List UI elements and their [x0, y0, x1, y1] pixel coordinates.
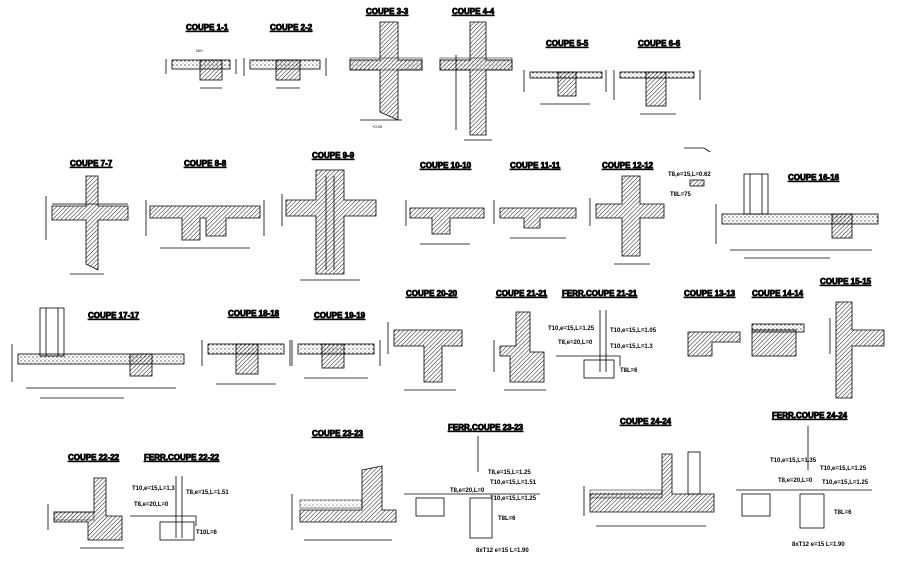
section-4-4: COUPE 4-4: [439, 7, 513, 141]
section-12-12: COUPE 12-12: [589, 161, 665, 265]
f23-label-3: T8,e=20,L=0: [450, 488, 485, 494]
f23-label-1: T8,e=15,L=1.25: [488, 470, 531, 476]
section-7-7-title: COUPE 7-7: [70, 159, 113, 168]
f24-label-1: T10,e=15,L=1.35: [770, 458, 817, 464]
section-24-24: COUPE 24-24: [583, 417, 715, 527]
section-21-21-title: COUPE 21-21: [496, 289, 548, 298]
f21-label-3: T8,e=20,L=0: [558, 340, 593, 346]
f24-label-4: T10,e=15,L=1.25: [822, 480, 869, 486]
section-2-2-title: COUPE 2-2: [270, 23, 313, 32]
svg-text:NIV: NIV: [196, 48, 203, 53]
f22-label-4: T10L=6: [196, 530, 218, 536]
section-22-22: COUPE 22-22: [47, 453, 124, 549]
ferr-section-23-23-title: FERR.COUPE 23-23: [448, 423, 524, 432]
f23-label-5: T8L=6: [498, 516, 516, 522]
section-17-17-title: COUPE 17-17: [88, 311, 140, 320]
ferr-section-24-24: FERR.COUPE 24-24 T10,e=15,L=1.35 T10,e=1…: [736, 411, 872, 548]
f23-label-2: T10,e=15,L=1.51: [490, 480, 537, 486]
f23-label-4: T10,e=15,L=1.25: [490, 496, 537, 502]
section-11-11-title: COUPE 11-11: [510, 161, 561, 170]
section-12-12-title: COUPE 12-12: [602, 161, 654, 170]
f22-label-3: T8,e=20,L=0: [134, 502, 169, 508]
ferr-section-24-24-title: FERR.COUPE 24-24: [772, 411, 848, 420]
section-6-6: COUPE 6-6: [613, 39, 701, 115]
f24-label-3: T8,e=20,L=0: [778, 478, 813, 484]
section-13-13-title: COUPE 13-13: [684, 289, 736, 298]
section-19-19: COUPE 19-19: [291, 311, 381, 379]
section-6-6-title: COUPE 6-6: [638, 39, 681, 48]
section-4-4-title: COUPE 4-4: [452, 7, 495, 16]
section-16-16: COUPE 16-16: [715, 173, 879, 259]
section-21-21: COUPE 21-21: [493, 289, 548, 391]
section-22-22-title: COUPE 22-22: [68, 453, 120, 462]
f22-label-1: T10,e=15,L=1.3: [132, 486, 175, 492]
section-5-5: COUPE 5-5: [523, 39, 607, 105]
section-3-3: COUPE 3-3 +0.00: [349, 7, 423, 129]
f23-label-6: 8xT12 e=15 L=1.90: [476, 548, 529, 554]
section-19-19-title: COUPE 19-19: [314, 311, 366, 320]
rebar-note-1: T8,e=15,L=0.62: [668, 172, 711, 178]
section-18-18: COUPE 18-18: [201, 309, 291, 385]
section-14-14-title: COUPE 14-14: [752, 289, 804, 298]
section-3-3-title: COUPE 3-3: [366, 7, 409, 16]
section-10-10-title: COUPE 10-10: [420, 161, 472, 170]
ferr-section-21-21-title: FERR.COUPE 21-21: [562, 289, 638, 298]
section-14-14: COUPE 14-14: [751, 289, 805, 357]
section-11-11: COUPE 11-11: [493, 161, 577, 239]
section-10-10: COUPE 10-10: [405, 161, 485, 245]
f21-label-1: T10,e=15,L=1.25: [548, 326, 595, 332]
section-5-5-title: COUPE 5-5: [546, 39, 589, 48]
ferr-section-22-22: FERR.COUPE 22-22 T10,e=15,L=1.3 T8,e=15,…: [130, 453, 229, 541]
f24-label-6: 8xT12 e=15 L=1.90: [792, 542, 845, 548]
section-1-1-title: COUPE 1-1: [186, 23, 229, 32]
section-9-9: COUPE 9-9: [281, 151, 377, 281]
svg-text:+0.00: +0.00: [372, 124, 383, 129]
section-20-20: COUPE 20-20: [387, 289, 463, 391]
rebar-detail-12: T8,e=15,L=0.62 T8L=75: [668, 147, 711, 198]
section-7-7: COUPE 7-7: [45, 159, 129, 275]
section-20-20-title: COUPE 20-20: [406, 289, 458, 298]
section-17-17: COUPE 17-17: [11, 307, 185, 399]
f24-label-2: T10,e=15,L=1.25: [820, 466, 867, 472]
ferr-section-22-22-title: FERR.COUPE 22-22: [144, 453, 220, 462]
f21-label-4: T10,e=15,L=1.3: [610, 344, 653, 350]
section-15-15-title: COUPE 15-15: [820, 277, 872, 286]
ferr-section-21-21: FERR.COUPE 21-21 T10,e=15,L=1.25 T10,e=1…: [548, 289, 657, 379]
section-8-8: COUPE 8-8: [145, 159, 265, 249]
section-9-9-title: COUPE 9-9: [312, 151, 355, 160]
f21-label-5: T8L=6: [620, 368, 638, 374]
f21-label-2: T10,e=15,L=1.05: [610, 328, 657, 334]
section-23-23-title: COUPE 23-23: [312, 429, 364, 438]
section-24-24-title: COUPE 24-24: [620, 417, 672, 426]
section-1-1: COUPE 1-1 NIV: [165, 23, 237, 89]
section-15-15: COUPE 15-15: [820, 277, 885, 399]
section-13-13: COUPE 13-13: [684, 289, 741, 357]
section-8-8-title: COUPE 8-8: [184, 159, 227, 168]
rebar-note-2: T8L=75: [670, 192, 692, 198]
section-23-23: COUPE 23-23: [291, 429, 397, 541]
f22-label-2: T8,e=15,L=1.51: [186, 490, 229, 496]
section-16-16-title: COUPE 16-16: [788, 173, 840, 182]
section-2-2: COUPE 2-2: [243, 23, 327, 89]
f24-label-5: T8L=6: [834, 510, 852, 516]
section-18-18-title: COUPE 18-18: [228, 309, 280, 318]
ferr-section-23-23: FERR.COUPE 23-23 T8,e=15,L=1.25 T10,e=15…: [404, 423, 540, 554]
